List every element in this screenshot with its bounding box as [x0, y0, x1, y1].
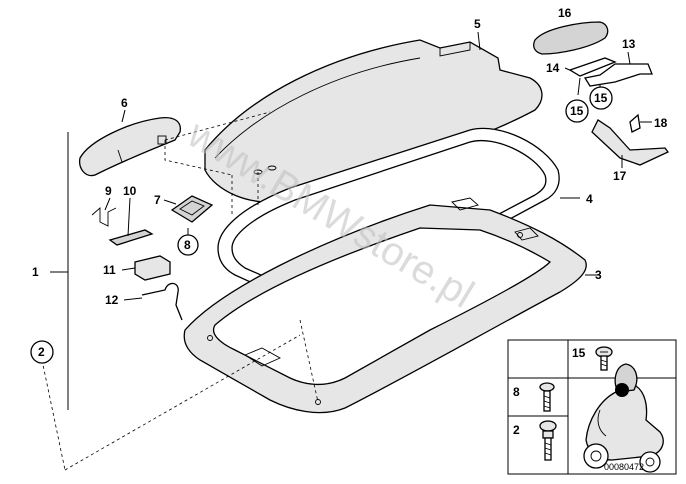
callout-3: 3 [595, 268, 602, 282]
frame-part-3 [183, 197, 587, 414]
callout-1: 1 [32, 265, 39, 279]
callout-8: 8 [184, 238, 191, 252]
clip-part-18 [629, 113, 641, 133]
plate-part-14 [568, 57, 617, 77]
callout-7: 7 [154, 193, 161, 207]
callout-18: 18 [654, 116, 668, 130]
callout-8-circle [177, 234, 199, 256]
guide-lines [41, 111, 319, 471]
diagram-code: 00080472 [604, 462, 644, 472]
pad-part-10 [108, 229, 154, 246]
screw-15-icon [595, 346, 613, 371]
bracket-part-17 [591, 119, 670, 166]
clip-part-9 [91, 207, 117, 227]
callout-16: 16 [558, 6, 572, 20]
screw-2-icon [539, 420, 557, 461]
callout-9: 9 [105, 184, 112, 198]
callout-15a: 15 [570, 104, 584, 118]
cover-part-6 [79, 116, 181, 177]
callout-2-circle [30, 340, 54, 364]
callout-11: 11 [103, 263, 116, 277]
legend-label-15: 15 [572, 346, 586, 360]
spring-part-12 [141, 282, 183, 321]
callout-4: 4 [586, 192, 593, 206]
lamp-part-7 [170, 195, 214, 223]
legend-label-2: 2 [513, 423, 520, 437]
callout-13: 13 [622, 37, 636, 51]
callout-15b: 15 [594, 91, 608, 105]
box-part-11 [134, 255, 171, 281]
callout-5: 5 [474, 17, 481, 31]
callout-10: 10 [123, 184, 137, 198]
leader-lines [50, 31, 652, 301]
pad-part-16 [533, 21, 609, 55]
callout-6: 6 [121, 96, 128, 110]
callout-2: 2 [38, 345, 45, 359]
highlight-marker [615, 383, 629, 397]
callout-14: 14 [546, 61, 560, 75]
callout-15b-circle [589, 86, 613, 110]
legend-label-8: 8 [513, 385, 520, 399]
callout-12: 12 [105, 293, 119, 307]
scooter-illustration [583, 363, 664, 473]
callout-17: 17 [613, 169, 627, 183]
fastener-legend: 15 8 2 [507, 339, 677, 475]
bracket-part-13 [583, 63, 653, 87]
screw-8-icon [539, 382, 555, 412]
callout-15a-circle [565, 99, 589, 123]
